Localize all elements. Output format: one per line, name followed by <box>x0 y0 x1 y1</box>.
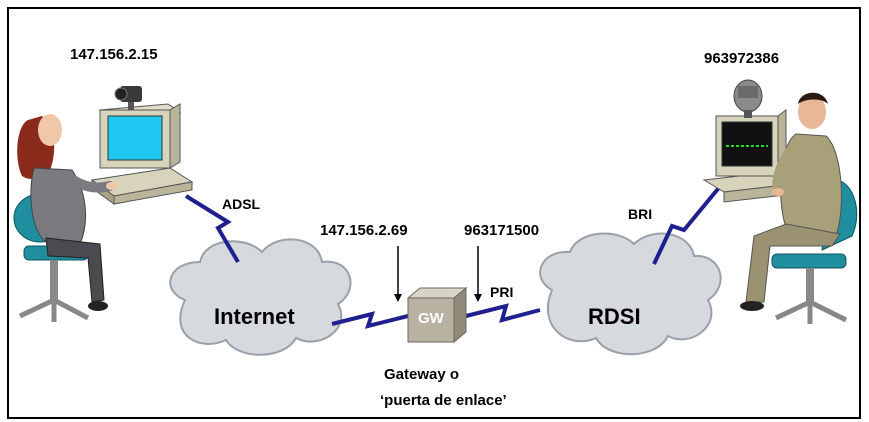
diagram-frame <box>7 7 861 419</box>
bri-label: BRI <box>628 206 653 222</box>
internet-cloud-label: Internet <box>214 304 295 329</box>
right-monitor-screen <box>721 121 773 167</box>
internet-gateway-link <box>331 311 409 329</box>
gateway-caption-line2: ‘puerta de enlace’ <box>380 392 507 409</box>
rdsi-cloud-label: RDSI <box>588 304 641 329</box>
gateway-phone-arrow <box>474 246 482 302</box>
gateway-phone-number: 963171500 <box>464 222 540 239</box>
right-user-illustration <box>702 79 858 324</box>
left-user-illustration <box>13 86 194 322</box>
adsl-label: ADSL <box>222 196 261 212</box>
pri-link <box>465 303 541 323</box>
adsl-link <box>184 194 240 264</box>
gateway-box <box>406 286 468 344</box>
left-monitor-screen <box>107 115 163 161</box>
gateway-short-label: GW <box>418 310 444 327</box>
internet-cloud <box>169 238 352 356</box>
gateway-caption-line1: Gateway o <box>384 366 460 383</box>
pri-label: PRI <box>490 284 514 300</box>
gateway-ip-address: 147.156.2.69 <box>320 222 408 239</box>
right-user-address: 963972386 <box>704 50 780 67</box>
rdsi-cloud <box>539 232 722 356</box>
left-user-address: 147.156.2.15 <box>70 46 158 63</box>
gateway-ip-arrow <box>394 246 402 302</box>
bri-link <box>652 182 724 265</box>
